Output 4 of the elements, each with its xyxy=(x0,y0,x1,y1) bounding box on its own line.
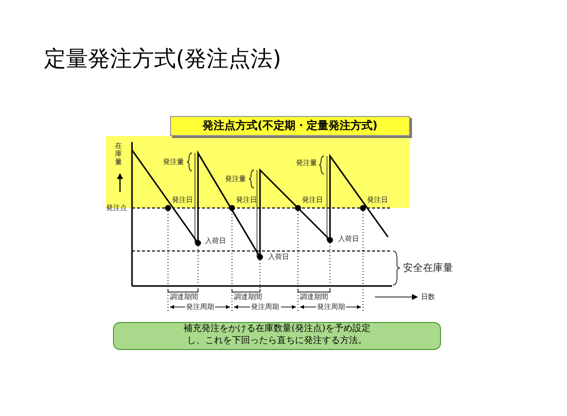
note-box: 補充発注をかける在庫数量(発注点)を予め設定し、これを下回ったら直ちに発注する方法。 xyxy=(113,322,441,350)
page-title: 定量発注方式(発注点法) xyxy=(44,46,282,74)
chart-label: 安全在庫量 xyxy=(403,264,453,274)
chart-heading-box: 発注点方式(不定期・定量発注方式) xyxy=(170,116,410,136)
